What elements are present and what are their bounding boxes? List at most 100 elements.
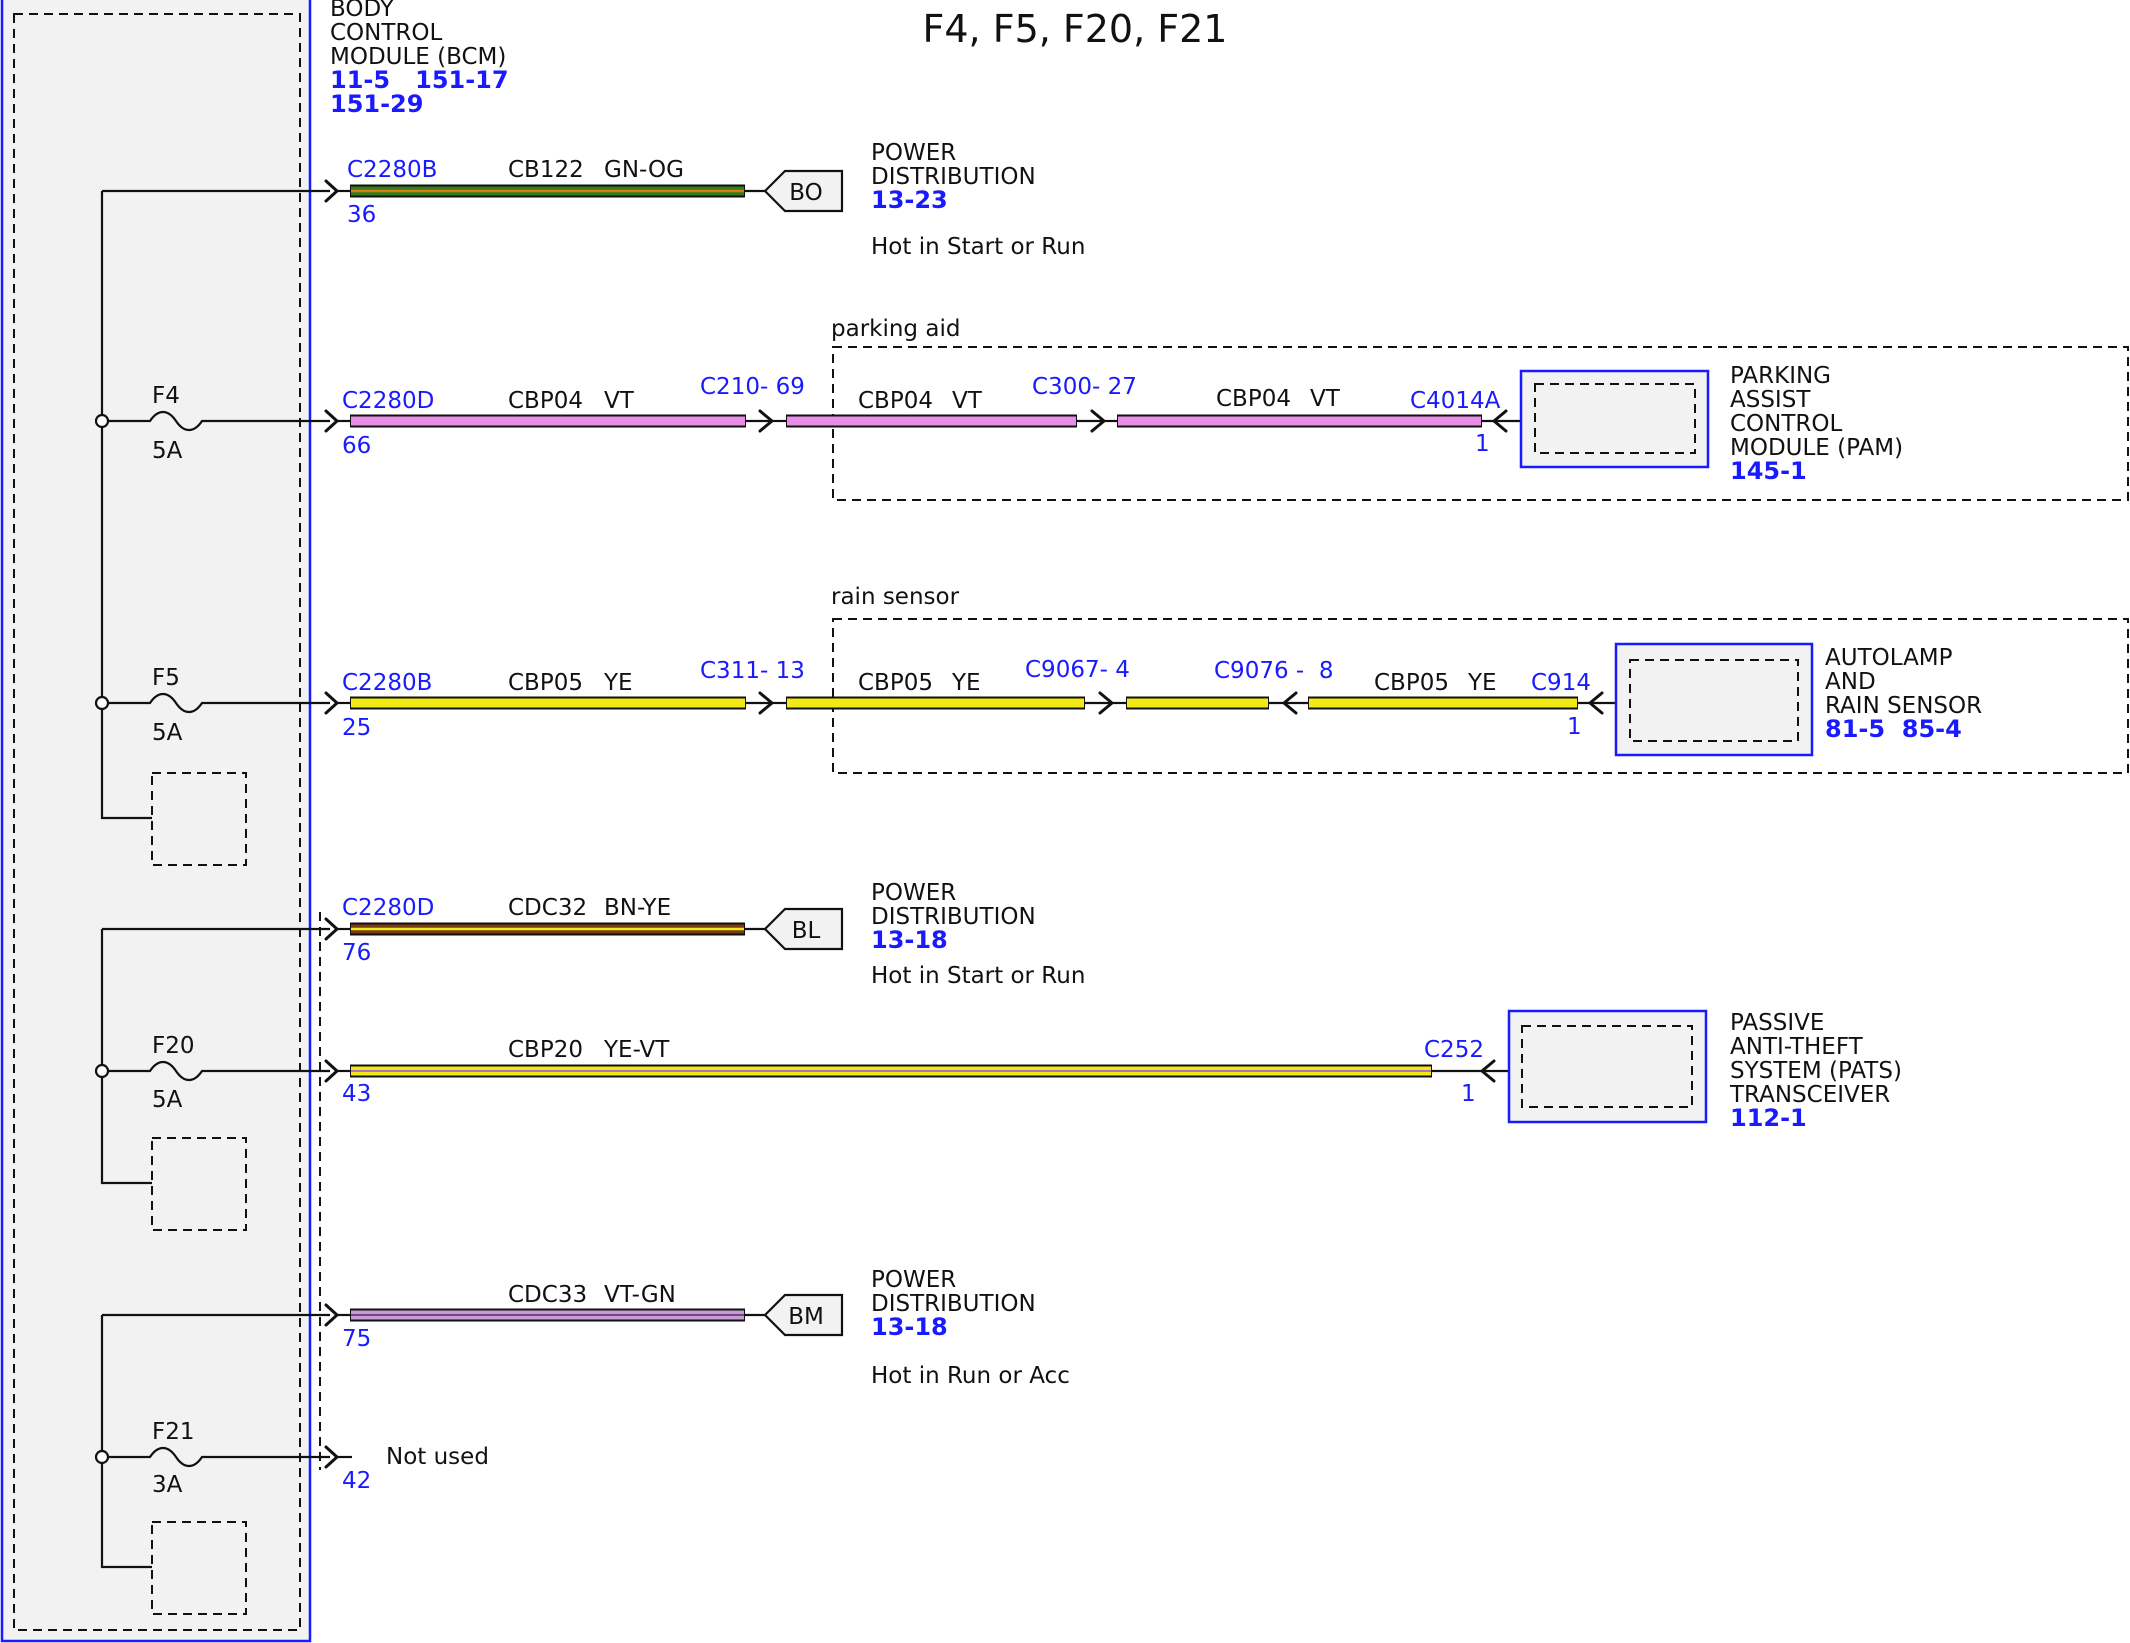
rain-module-box [1614, 642, 1814, 757]
pats-circuit: CBP20 [508, 1037, 583, 1063]
bcm-module-box [0, 0, 312, 1643]
pats-line-3: SYSTEM (PATS) [1730, 1058, 1902, 1084]
flag-bo [763, 169, 844, 213]
parking-aid-label: parking aid [831, 316, 960, 342]
flag-bm-label: BM [788, 1304, 824, 1330]
rain-seg1-color: YE [603, 670, 633, 696]
rain-inline-1: C311- 13 [700, 658, 805, 684]
rain-pin: 25 [342, 715, 371, 741]
bl-circuit: CDC32 [508, 895, 587, 921]
parking-inline-1: C210- 69 [700, 374, 805, 400]
bcm-bus-2 [100, 929, 152, 1185]
rain-module-ref: 81-5 85-4 [1825, 715, 1962, 743]
fuse-f5-icon [108, 692, 330, 714]
rain-seg1-circuit: CBP05 [508, 670, 583, 696]
pats-color: YE-VT [603, 1037, 670, 1063]
rain-module-line-3: RAIN SENSOR [1825, 693, 1982, 719]
pats-end-connector: C252 [1424, 1037, 1484, 1063]
parking-seg1-circuit: CBP04 [508, 388, 583, 414]
fuse-f5-rating: 5A [152, 720, 183, 746]
bcm-internal-module-1 [151, 772, 247, 866]
bo-connector: C2280B [347, 157, 437, 183]
bo-note: Hot in Start or Run [871, 234, 1085, 260]
bcm-name-line-1: BODY [330, 0, 395, 22]
fuse-f20-name: F20 [152, 1033, 195, 1059]
bcm-bus-1 [100, 191, 152, 820]
parking-connector: C2280D [342, 388, 434, 414]
rain-end-pin: 1 [1567, 714, 1582, 740]
bl-connector: C2280D [342, 895, 434, 921]
bcm-internal-module-2 [151, 1137, 247, 1231]
pats-end-pin: 1 [1461, 1081, 1476, 1107]
flag-bo-label: BO [789, 180, 822, 206]
pam-line-2: ASSIST [1730, 387, 1811, 413]
bcm-bus-3 [100, 1315, 152, 1569]
splice-f5 [94, 695, 110, 711]
bcm-internal-module-3 [151, 1521, 247, 1615]
splice-f20 [94, 1063, 110, 1079]
diagram-title: F4, F5, F20, F21 [923, 7, 1228, 51]
rain-end-connector: C914 [1531, 670, 1591, 696]
splice-f4 [94, 413, 110, 429]
rain-sensor-group [832, 618, 2129, 774]
pam-line-4: MODULE (PAM) [1730, 435, 1903, 461]
rain-connector: C2280B [342, 670, 432, 696]
parking-seg3-color: VT [1310, 386, 1341, 412]
fuse-f4-icon [108, 410, 330, 432]
bm-dest-line-1: POWER [871, 1267, 956, 1293]
bl-color: BN-YE [604, 895, 671, 921]
bo-dest-line-2: DISTRIBUTION [871, 164, 1036, 190]
pam-ref: 145-1 [1730, 457, 1807, 485]
pats-line-4: TRANSCEIVER [1729, 1082, 1890, 1108]
bl-dest-line-2: DISTRIBUTION [871, 904, 1036, 930]
parking-seg2-color: VT [952, 388, 983, 414]
parking-aid-group [832, 346, 2129, 501]
c252-arrow [1480, 1059, 1496, 1083]
pats-ref: 112-1 [1730, 1104, 1807, 1132]
pam-line-3: CONTROL [1730, 411, 1843, 437]
unused-note: Not used [386, 1444, 489, 1470]
flag-bl-label: BL [792, 918, 821, 944]
rain-module-line-1: AUTOLAMP [1825, 645, 1953, 671]
fuse-f20-icon [108, 1060, 330, 1082]
rain-inline-2: C9067- 4 [1025, 657, 1130, 683]
fuse-f4-rating: 5A [152, 438, 183, 464]
bm-dest-line-2: DISTRIBUTION [871, 1291, 1036, 1317]
c4014a-arrow [1492, 409, 1508, 433]
bcm-name-line-2: CONTROL [330, 20, 443, 46]
bl-dest-ref: 13-18 [871, 926, 948, 954]
parking-inline-2: C300- 27 [1032, 374, 1137, 400]
bo-dest-ref: 13-23 [871, 186, 948, 214]
bm-dest-ref: 13-18 [871, 1313, 948, 1341]
fuse-f20-rating: 5A [152, 1087, 183, 1113]
c9076-arrow [1282, 691, 1298, 715]
rain-seg3-circuit: CBP05 [1374, 670, 1449, 696]
flag-bm [763, 1293, 844, 1337]
rain-seg3-color: YE [1467, 670, 1497, 696]
bl-dest-line-1: POWER [871, 880, 956, 906]
bm-note: Hot in Run or Acc [871, 1363, 1070, 1389]
bcm-name-line-3: MODULE (BCM) [330, 44, 506, 70]
parking-pin: 66 [342, 433, 371, 459]
rain-sensor-label: rain sensor [831, 584, 960, 610]
bl-note: Hot in Start or Run [871, 963, 1085, 989]
pam-module-box [1519, 369, 1710, 469]
pats-line-2: ANTI-THEFT [1730, 1034, 1864, 1060]
c914-arrow [1588, 691, 1604, 715]
bcm-inner-dashed [13, 13, 301, 1631]
pam-line-1: PARKING [1730, 363, 1831, 389]
fuse-f5-name: F5 [152, 665, 180, 691]
fuse-f21-name: F21 [152, 1419, 195, 1445]
parking-seg3-circuit: CBP04 [1216, 386, 1291, 412]
fuse-f21-rating: 3A [152, 1472, 183, 1498]
flag-bl [763, 907, 844, 951]
bo-pin: 36 [347, 202, 376, 228]
parking-end-connector: C4014A [1410, 388, 1501, 414]
rain-inline-3: C9076 - 8 [1214, 658, 1333, 684]
parking-seg1-color: VT [604, 388, 635, 414]
bm-color: VT-GN [604, 1282, 676, 1308]
bm-pin: 75 [342, 1326, 371, 1352]
rain-seg2-color: YE [951, 670, 981, 696]
fuse-f21-icon [108, 1446, 330, 1468]
